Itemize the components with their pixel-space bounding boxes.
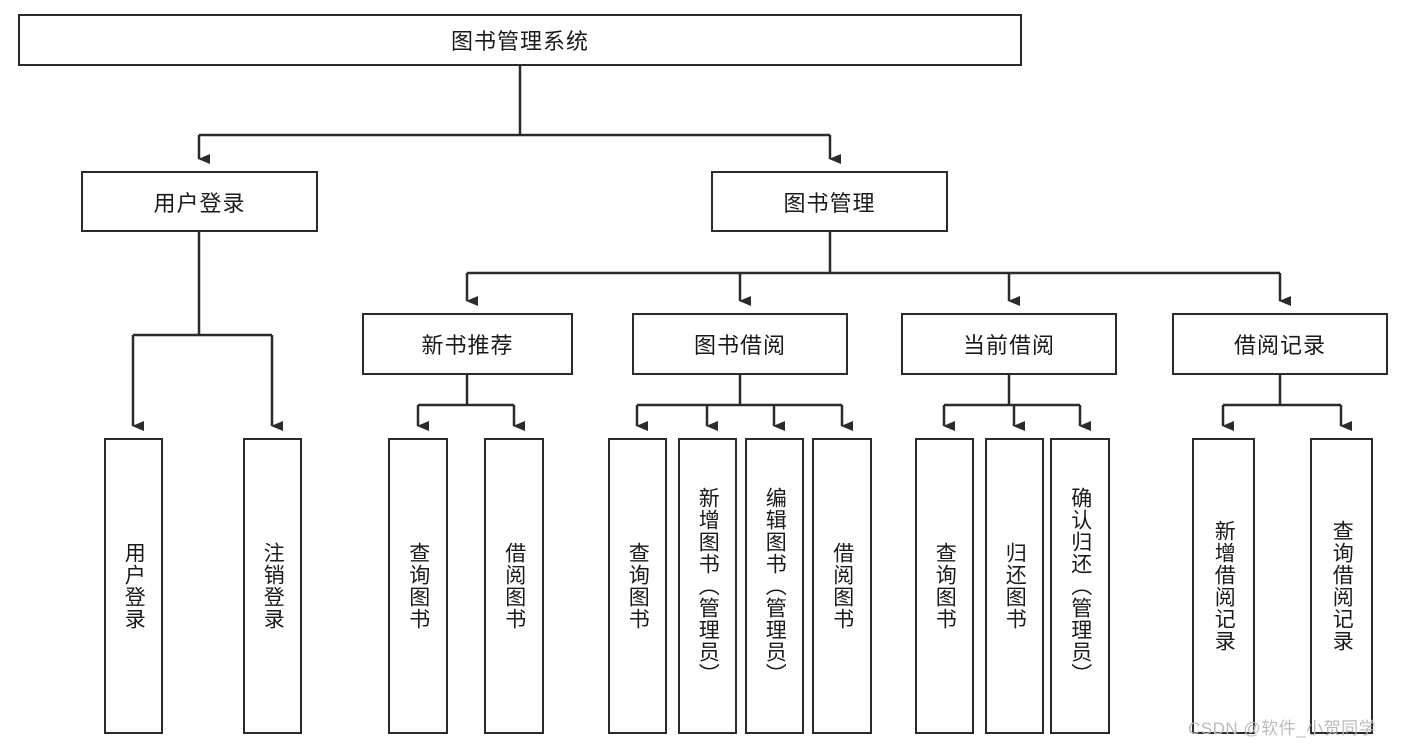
node-current-borrow[interactable]: 当前借阅 [901,313,1117,375]
node-label: 图书借阅 [693,333,786,358]
node-leaf-query-borrow-record[interactable]: 查询借阅记录 [1310,438,1373,734]
node-leaf-user-login[interactable]: 用户登录 [104,438,163,734]
node-root-book-management-system[interactable]: 图书管理系统 [18,14,1022,66]
node-leaf-add-borrow-record[interactable]: 新增借阅记录 [1192,438,1255,734]
node-label: 查询图书 [406,542,430,630]
node-leaf-query-book-recommend[interactable]: 查询图书 [388,438,448,734]
node-label: 新增借阅记录 [1212,520,1236,652]
node-label: 新书推荐 [421,333,514,358]
node-label: 归还图书 [1003,542,1027,630]
node-leaf-confirm-return-admin[interactable]: 确认归还（管理员） [1050,438,1110,734]
node-new-book-recommend[interactable]: 新书推荐 [362,313,573,375]
node-label: 图书管理系统 [450,29,589,54]
node-book-management[interactable]: 图书管理 [711,171,948,232]
node-label: 确认归还（管理员） [1068,487,1092,685]
node-label: 借阅图书 [502,542,526,630]
node-label: 图书管理 [783,190,876,216]
node-label: 用户登录 [153,190,246,216]
node-label: 编辑图书（管理员） [763,487,787,685]
node-user-login[interactable]: 用户登录 [81,171,318,232]
node-label: 当前借阅 [962,333,1055,358]
node-leaf-borrow-book[interactable]: 借阅图书 [812,438,872,734]
node-leaf-borrow-book-recommend[interactable]: 借阅图书 [484,438,544,734]
node-label: 用户登录 [122,542,146,630]
node-label: 注销登录 [261,542,285,630]
node-label: 查询借阅记录 [1330,520,1354,652]
node-leaf-query-book-current[interactable]: 查询图书 [915,438,974,734]
node-leaf-return-book[interactable]: 归还图书 [985,438,1044,734]
node-label: 借阅记录 [1233,333,1326,358]
node-label: 查询图书 [626,542,650,630]
watermark: CSDN @软件_小贺同学 [1188,719,1377,738]
node-label: 新增图书（管理员） [696,487,720,685]
node-book-borrow[interactable]: 图书借阅 [632,313,848,375]
node-leaf-edit-book-admin[interactable]: 编辑图书（管理员） [745,438,804,734]
node-leaf-query-book-borrow[interactable]: 查询图书 [608,438,667,734]
node-leaf-logout[interactable]: 注销登录 [243,438,302,734]
node-label: 借阅图书 [830,542,854,630]
node-borrow-record[interactable]: 借阅记录 [1172,313,1388,375]
node-label: 查询图书 [933,542,957,630]
node-leaf-add-book-admin[interactable]: 新增图书（管理员） [678,438,737,734]
